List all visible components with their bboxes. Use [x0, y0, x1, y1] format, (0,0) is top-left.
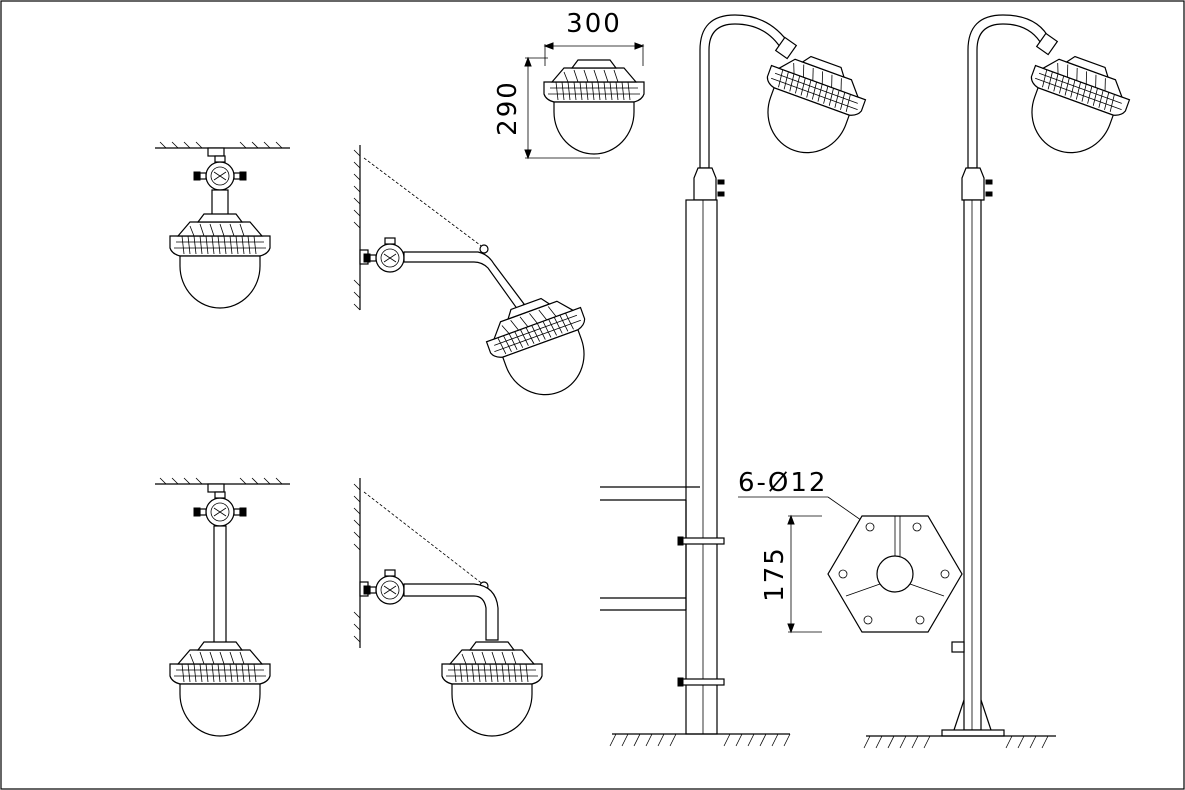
wall-mount-upper-view [353, 145, 606, 411]
ceiling-mount-pendant-view [155, 477, 290, 737]
width-dimension-label: 300 [566, 9, 622, 39]
pole-with-base-view [863, 14, 1138, 749]
wall-mount-lower-view [353, 478, 543, 737]
base-plate-detail: 6-Ø12 175 [738, 468, 963, 634]
dimension-lamp-view: 300 290 [493, 9, 645, 160]
base-height-dimension-label: 175 [760, 546, 790, 602]
holes-dimension-label: 6-Ø12 [738, 468, 827, 498]
ceiling-mount-short-view [155, 141, 290, 309]
height-dimension-label: 290 [493, 80, 523, 136]
pole-with-clamps-view [600, 14, 874, 747]
